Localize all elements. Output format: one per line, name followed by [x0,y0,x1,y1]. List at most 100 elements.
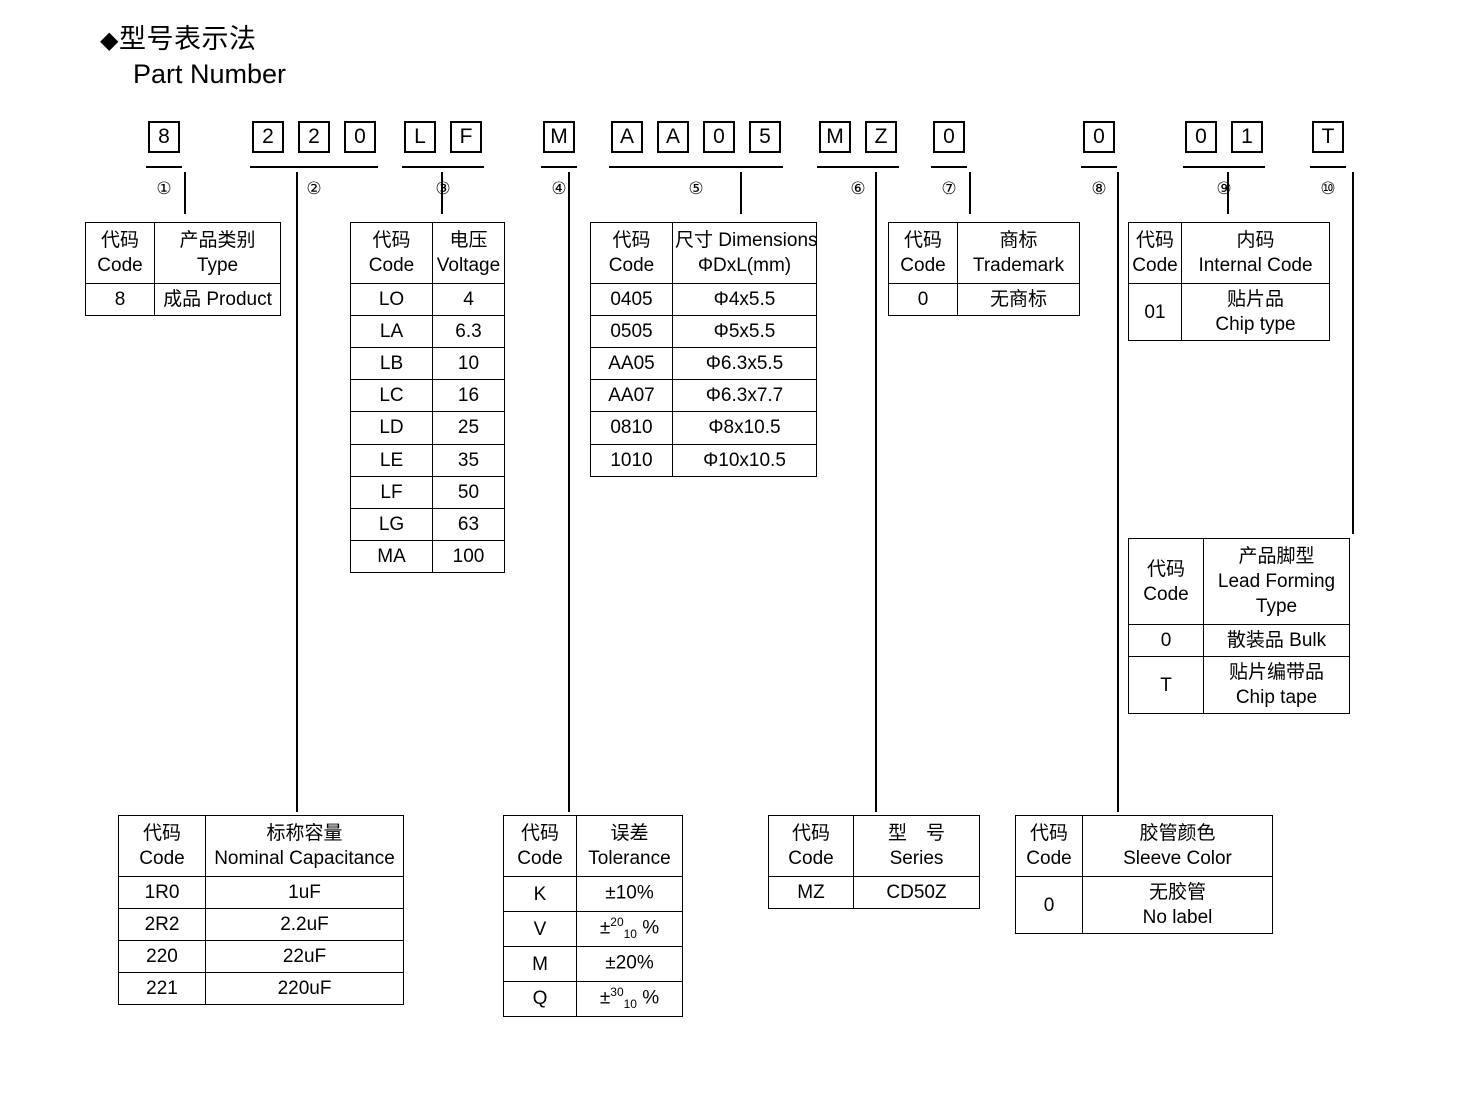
group-marker-1: ① [156,179,172,198]
cell-value: CD50Z [853,876,980,910]
header-code: 代码 Code [1128,221,1182,285]
connector-line-5 [740,172,742,214]
cell-code: 220 [118,940,206,974]
cell-code: 0810 [590,411,673,445]
table-row: MZ CD50Z [768,876,980,910]
cell-value: 25 [432,411,505,445]
connector-line-7 [969,172,971,214]
page-title-cn-text: 型号表示法 [118,24,257,54]
cell-code: 1010 [590,443,673,477]
pn-char-7-1: 0 [933,121,965,153]
cell-value: 2.2uF [205,908,404,942]
cell-value: 无胶管 No label [1082,876,1273,935]
connector-line-3 [441,172,443,214]
cell-value: 贴片品 Chip type [1181,283,1330,342]
group-marker-7: ⑦ [941,179,957,198]
table-type: 代码 Code 产品类别 Type 8 成品 Product [85,221,281,317]
header-value: 内码 Internal Code [1181,221,1330,285]
diamond-bullet-icon: ◆ [100,27,119,54]
cell-value-main: ± [599,917,611,939]
cell-code: Q [503,981,577,1017]
header-code-cn: 代码 [372,230,411,251]
cell-value: 1uF [205,876,404,910]
cell-code: 0 [1015,876,1083,935]
pn-char-4-1: M [543,121,575,153]
cell-value: 成品 Product [154,283,281,317]
pn-char-5-2: A [657,121,689,153]
header-code: 代码 Code [888,221,958,285]
header-value-en: Type [196,255,239,277]
header-value: 标称容量 Nominal Capacitance [205,814,404,878]
header-code: 代码 Code [85,221,155,285]
group-rule-9 [1183,166,1265,168]
pn-char-10-1: T [1312,121,1344,153]
header-value: 产品脚型 Lead Forming Type [1203,537,1350,626]
header-value-en: Nominal Capacitance [214,848,395,870]
cell-value: ±2010 % [576,911,683,948]
header-value: 尺寸 Dimensions ΦDxL(mm) [672,221,818,285]
header-code-en: Code [608,255,655,277]
table-row-header: 代码 Code 误差 Tolerance [503,814,683,878]
header-value: 商标 Trademark [957,221,1080,285]
header-value-cn: 标称容量 [266,823,343,844]
table-row: 0 无商标 [888,283,1080,317]
pn-char-6-2: Z [865,121,897,153]
cell-code: LE [350,443,433,477]
cell-code: 0405 [590,283,673,317]
group-rule-7 [931,166,967,168]
cell-value: 63 [432,507,505,541]
pn-char-6-1: M [819,121,851,153]
header-code-cn: 代码 [142,823,181,844]
header-code-en: Code [368,255,415,277]
cell-value: 无商标 [957,283,1080,317]
group-rule-5 [609,166,783,168]
cell-code: AA07 [590,379,673,413]
table-row-header: 代码 Code 尺寸 Dimensions ΦDxL(mm) [590,221,818,285]
pn-char-8-1: 0 [1083,121,1115,153]
header-code-en: Code [1132,255,1178,277]
header-value: 电压 Voltage [432,221,505,285]
header-value-cn: 产品脚型 [1238,546,1315,567]
cell-value: Φ6.3x5.5 [672,347,817,381]
cell-value: Φ5x5.5 [672,315,817,349]
header-code-cn: 代码 [1029,823,1068,844]
cell-code: LC [350,379,433,413]
header-value: 胶管颜色 Sleeve Color [1082,814,1273,878]
header-value-en: Tolerance [588,848,671,870]
pn-char-2-1: 2 [252,121,284,153]
header-code: 代码 Code [590,221,673,285]
cell-value: 6.3 [432,315,505,349]
connector-line-8 [1117,172,1119,812]
cell-value: Φ6.3x7.7 [672,379,817,413]
pn-char-1-1: 8 [148,121,180,153]
table-row: K ±10% [503,876,683,913]
connector-line-2 [296,172,298,812]
header-value: 型 号 Series [853,814,980,878]
table-row: 0 散装品 Bulk [1128,624,1350,658]
cell-code: 0 [1128,624,1204,658]
table-internal-code: 代码 Code 内码 Internal Code 01 贴片品 Chip typ… [1128,221,1330,342]
cell-value-en: Chip type [1215,314,1296,336]
table-row-header: 代码 Code 型 号 Series [768,814,980,878]
header-code-en: Code [788,848,834,870]
cell-value: 100 [432,539,505,573]
cell-code: AA05 [590,347,673,381]
header-value-en: Internal Code [1198,255,1313,277]
header-code: 代码 Code [350,221,433,285]
cell-code: MZ [768,876,854,910]
header-code-cn: 代码 [612,230,651,251]
connector-line-4 [568,172,570,812]
header-code: 代码 Code [768,814,854,878]
header-value: 误差 Tolerance [576,814,683,878]
cell-value: 22uF [205,940,404,974]
group-rule-3 [402,166,484,168]
cell-value-sub: 10 [623,997,637,1012]
